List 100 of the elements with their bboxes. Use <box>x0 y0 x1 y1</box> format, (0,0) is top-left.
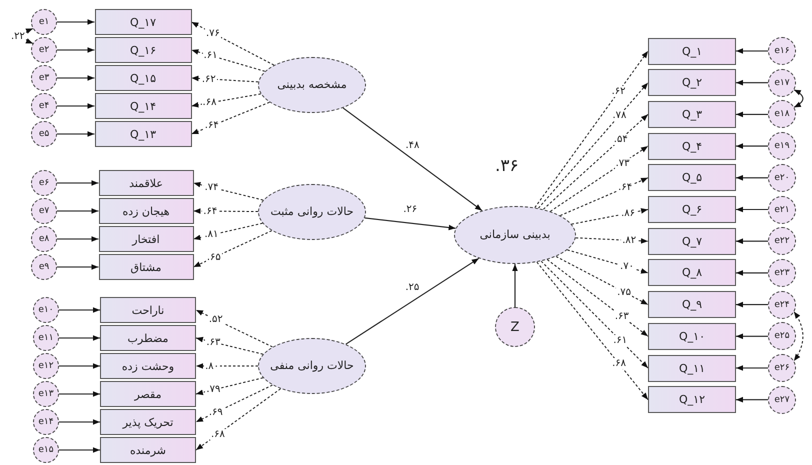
error-term-circle: e۴ <box>31 93 57 119</box>
path-arrow <box>193 182 264 201</box>
path-arrow <box>191 76 259 82</box>
edge-label: .۶۴ <box>617 182 634 194</box>
path-arrow <box>546 259 648 337</box>
edge-label: .۶۴ <box>204 120 220 132</box>
edge-label: .۵۴ <box>612 134 629 145</box>
edge-label: .۷۰ <box>619 261 635 272</box>
path-arrow <box>196 377 264 396</box>
error-term-circle: e۹ <box>31 254 57 280</box>
covariance-arrow <box>794 89 804 108</box>
path-arrow <box>536 262 648 400</box>
path-arrow <box>191 93 262 108</box>
edge-label: .۶۹ <box>208 406 224 418</box>
covariance-arrow <box>793 311 804 362</box>
edge-label: .۸۰ <box>204 360 220 372</box>
path-arrow <box>59 363 100 369</box>
observed-variable-box: Q_۳ <box>648 100 736 128</box>
latent-variable-ellipse: بدبینی سازمانی <box>454 206 576 264</box>
observed-variable-box: Q_۱۵ <box>94 65 192 91</box>
path-arrow <box>57 131 94 137</box>
edge-label: .۷۶ <box>204 28 221 39</box>
observed-variable-box: Q_۹ <box>648 291 736 318</box>
observed-variable-box: علاقمند <box>98 170 194 196</box>
observed-variable-box: Q_۱۶ <box>94 37 192 63</box>
path-arrow <box>57 75 94 81</box>
path-arrow <box>196 384 273 422</box>
latent-variable-ellipse: حالات روانی مثبت <box>258 184 366 240</box>
path-arrow <box>59 419 100 425</box>
path-arrow <box>512 264 518 307</box>
path-arrow <box>364 217 456 230</box>
edge-label: .۶۵ <box>206 252 222 264</box>
edge-label: .۶۴ <box>202 206 218 217</box>
path-arrow <box>193 208 258 214</box>
edge-label: .۶۳ <box>205 336 222 348</box>
observed-variable-box: افتخار <box>98 226 194 252</box>
error-term-circle: e۲۶ <box>768 354 796 382</box>
observed-variable-box: Q_۲ <box>648 69 736 96</box>
path-arrow <box>57 264 98 270</box>
edge-label: .۶۲ <box>610 86 626 98</box>
path-arrow <box>571 208 648 225</box>
path-arrow <box>57 208 98 214</box>
error-term-circle: e۱۱ <box>33 325 59 351</box>
edge-label: .۲۵ <box>404 282 420 293</box>
path-arrow <box>736 302 768 308</box>
path-arrow <box>575 237 648 244</box>
error-term-circle: e۱ <box>31 9 57 35</box>
path-arrow <box>736 48 768 54</box>
edge-label: .۸۶ <box>620 208 636 219</box>
edge-label: .۴۸ <box>404 140 420 151</box>
path-arrow <box>560 177 648 216</box>
path-arrow <box>534 50 648 208</box>
edge-label: .۷۹ <box>205 384 222 396</box>
path-arrow <box>540 260 648 368</box>
path-arrow <box>193 222 264 240</box>
observed-variable-box: مضطرب <box>100 325 196 351</box>
path-arrow <box>736 175 768 181</box>
observed-variable-box: Q_۱ <box>648 38 736 64</box>
observed-variable-box: هیجان زده <box>98 198 194 224</box>
error-term-circle: e۵ <box>31 121 57 147</box>
path-arrow <box>191 49 266 72</box>
path-arrow <box>342 107 482 212</box>
path-arrow <box>550 146 648 212</box>
error-term-circle: e۱۶ <box>768 37 796 65</box>
path-arrow <box>196 388 282 450</box>
path-arrow <box>59 307 100 313</box>
observed-variable-box: Q_۱۱ <box>648 354 736 382</box>
edge-label: .۶۳ <box>614 310 630 322</box>
observed-variable-box: مقصر <box>100 381 196 407</box>
edge-label: .۸۱ <box>203 229 220 240</box>
path-arrow <box>57 236 98 242</box>
error-term-circle: e۸ <box>31 226 57 252</box>
error-term-circle: e۱۹ <box>768 132 796 160</box>
observed-variable-box: Q_۱۲ <box>648 386 736 414</box>
error-term-circle: e۱۳ <box>33 381 59 407</box>
path-arrow <box>542 114 648 210</box>
edge-label: .۷۴ <box>204 182 220 193</box>
observed-variable-box: تحریک پذیر <box>100 409 196 435</box>
error-term-circle: e۲ <box>31 37 57 63</box>
path-arrow <box>57 103 94 109</box>
observed-variable-box: شرمنده <box>100 437 196 463</box>
path-arrow <box>191 102 270 134</box>
edge-label: .۷۸ <box>612 110 628 121</box>
latent-variable-ellipse: حالات روانی منفی <box>258 338 366 394</box>
path-arrow <box>736 80 768 86</box>
error-term-circle: e۲۳ <box>768 258 796 287</box>
edge-label: .۷۵ <box>616 286 632 298</box>
observed-variable-box: مشتاق <box>98 254 194 280</box>
error-term-circle: e۲۱ <box>768 196 796 224</box>
path-arrow <box>538 82 648 209</box>
edge-label: .۷۳ <box>614 158 631 169</box>
path-arrow <box>57 180 98 186</box>
observed-variable-box: ناراحت <box>100 297 196 323</box>
edge-label: .۵۲ <box>208 314 224 326</box>
covariance-arrow <box>24 28 34 44</box>
observed-variable-box: Q_۱۷ <box>94 9 192 35</box>
edge-label: .۶۱ <box>612 334 628 346</box>
path-arrow <box>346 258 480 345</box>
latent-variable-ellipse: مشخصه بدبینی <box>258 57 366 113</box>
observed-variable-box: Q_۶ <box>648 196 736 223</box>
